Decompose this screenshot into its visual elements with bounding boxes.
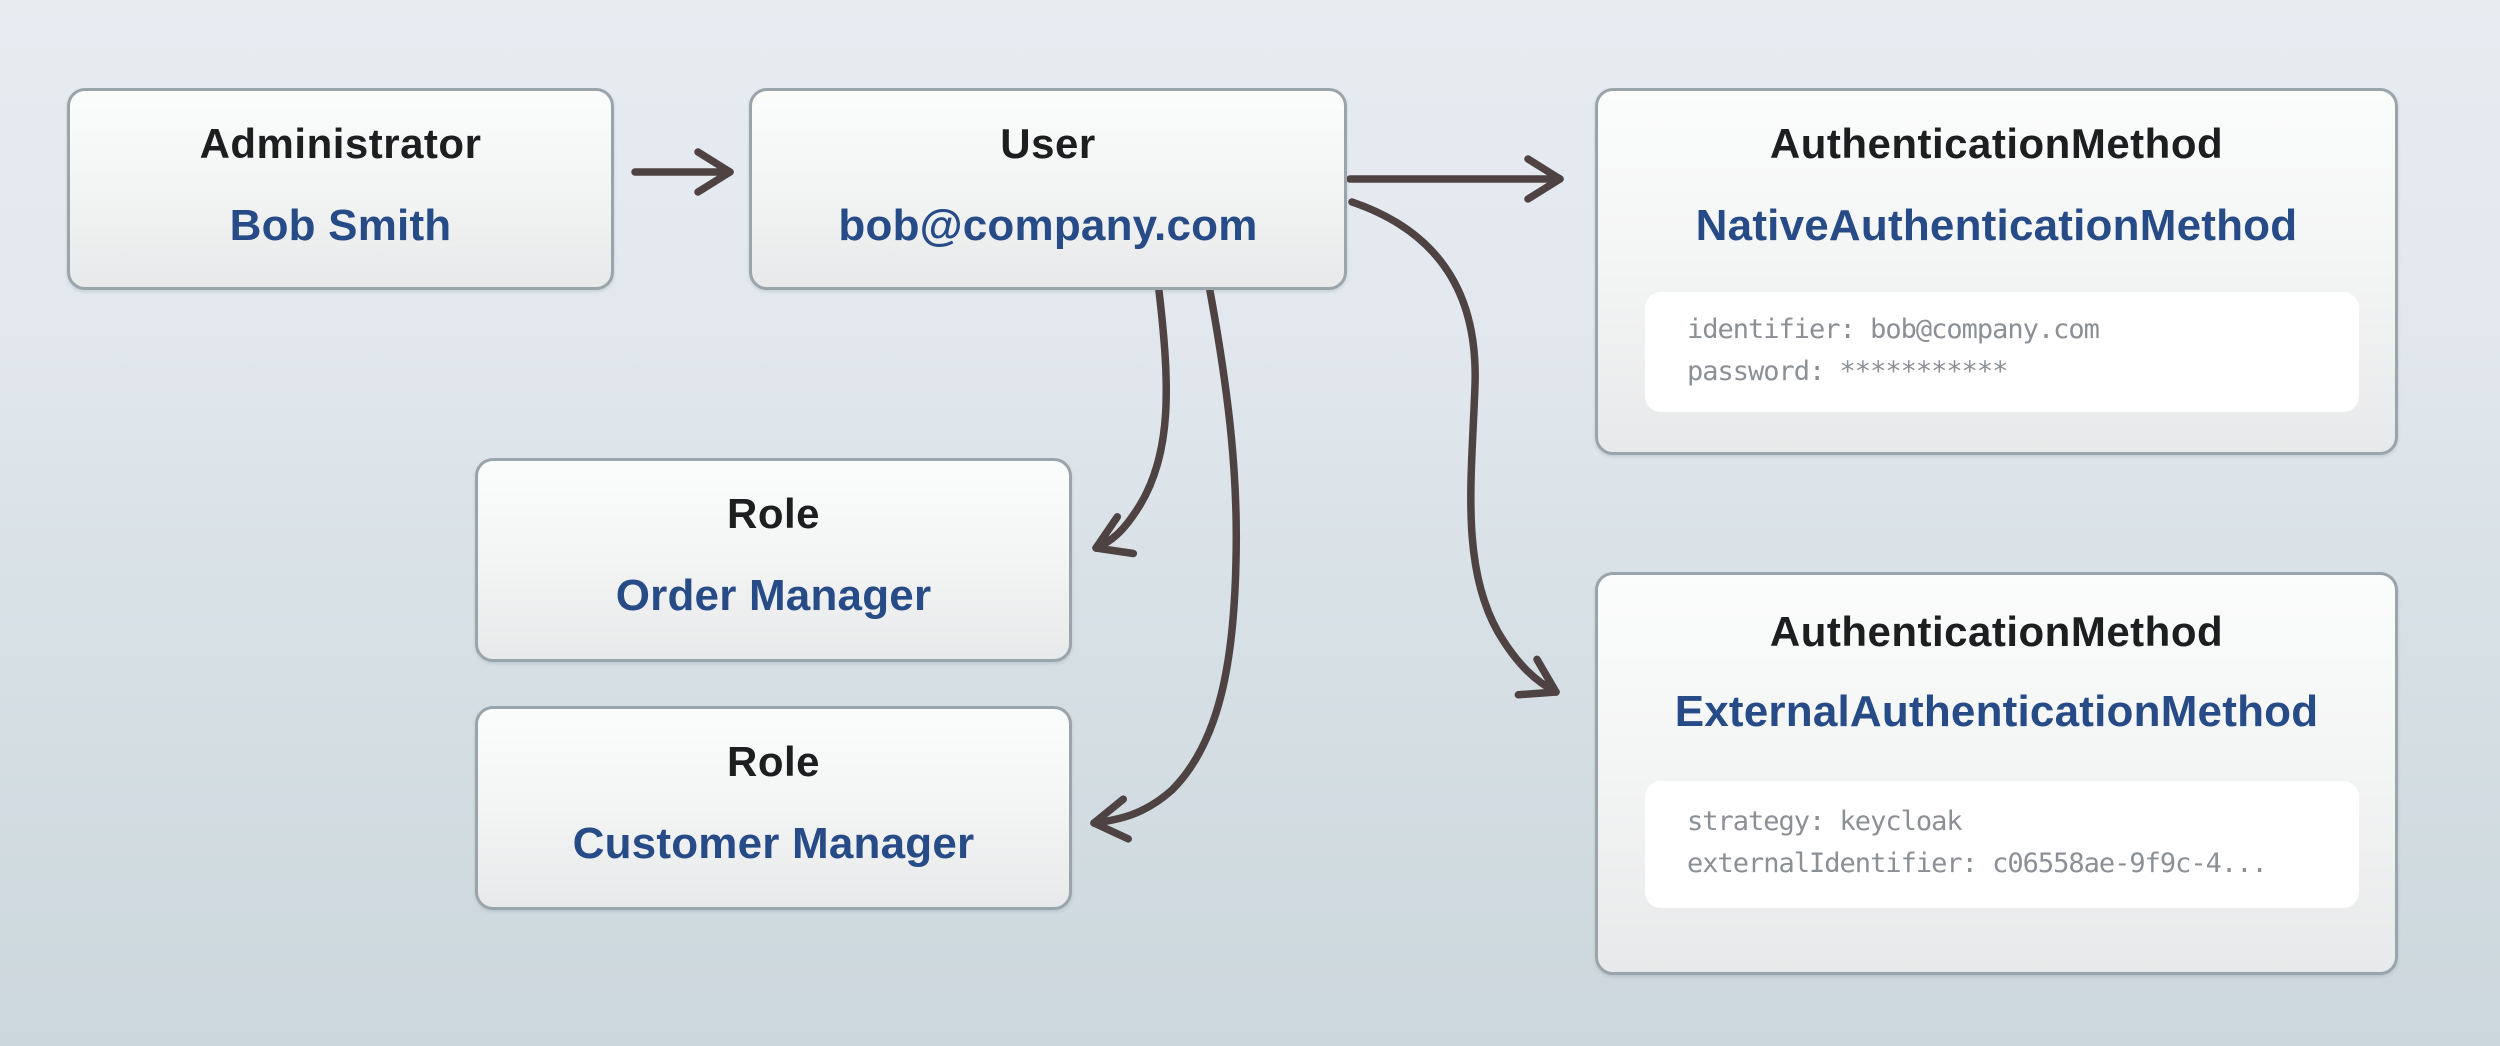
node-type-label: User	[1000, 120, 1096, 167]
attributes-panel: identifier: bob@company.com password: **…	[1645, 292, 2359, 412]
node-instance-label: bob@company.com	[838, 201, 1258, 250]
node-user: User bob@company.com	[749, 88, 1347, 290]
arrow-user-to-external-auth	[1348, 198, 1560, 699]
node-instance-label: Order Manager	[615, 571, 932, 620]
node-role-order-manager: Role Order Manager	[475, 458, 1072, 662]
node-instance-label: Bob Smith	[229, 201, 452, 250]
arrow-user-to-role-customer-manager	[1090, 287, 1241, 843]
attribute-identifier: identifier: bob@company.com	[1687, 314, 2100, 345]
node-administrator: Administrator Bob Smith	[67, 88, 614, 290]
node-type-label: AuthenticationMethod	[1769, 120, 2224, 167]
attribute-external-identifier: externalIdentifier: c06558ae-9f9c-4...	[1687, 848, 2268, 879]
node-type-label: Role	[726, 738, 820, 785]
node-instance-label: ExternalAuthenticationMethod	[1674, 687, 2319, 736]
node-type-label: AuthenticationMethod	[1769, 608, 2224, 655]
node-native-authentication-method: AuthenticationMethod NativeAuthenticatio…	[1595, 88, 2398, 455]
node-role-customer-manager: Role Customer Manager	[475, 706, 1072, 910]
arrow-user-to-role-order-manager	[1092, 287, 1171, 558]
node-type-label: Administrator	[199, 120, 482, 167]
attributes-panel: strategy: keycloak externalIdentifier: c…	[1645, 781, 2359, 908]
node-instance-label: Customer Manager	[572, 819, 975, 868]
node-external-authentication-method: AuthenticationMethod ExternalAuthenticat…	[1595, 572, 2398, 975]
node-type-label: Role	[726, 490, 820, 537]
attribute-strategy: strategy: keycloak	[1687, 806, 1963, 837]
node-instance-label: NativeAuthenticationMethod	[1695, 201, 2298, 250]
attribute-password: password: ***********	[1687, 356, 2008, 387]
